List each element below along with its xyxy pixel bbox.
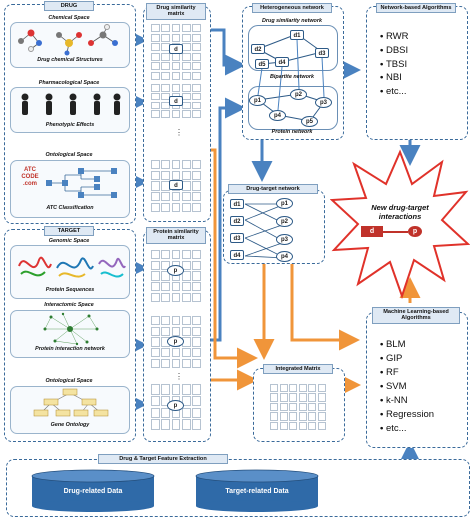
dt-protein-node-p4: p4	[276, 251, 293, 262]
dt-drug-node-d1: d1	[230, 199, 244, 209]
drug-data-cylinder	[31, 469, 155, 512]
drug-matrix-top-grid	[151, 24, 201, 80]
ml-algorithm-item: k-NN	[380, 394, 434, 408]
ml-algorithm-item: GIP	[380, 352, 434, 366]
ml-algorithm-item: etc...	[380, 422, 434, 436]
protein-seq-caption: Protein Sequences	[45, 287, 95, 293]
dt-protein-node-p3: p3	[276, 234, 293, 245]
drug-net-label: Drug similarity network	[262, 18, 322, 24]
integrated-matrix-title: Integrated Matrix	[263, 364, 333, 375]
heterogeneous-network-title: Heterogeneous network	[252, 3, 332, 14]
het-protein-node-p2: p2	[290, 89, 307, 100]
phenotypic-caption: Phenotypic Effects	[45, 122, 95, 128]
het-drug-node-d2: d2	[251, 44, 265, 54]
chemical-structures-panel: Drug chemical Structures	[10, 22, 130, 68]
people-icon	[21, 93, 121, 115]
chemical-space-label: Chemical Space	[48, 15, 90, 21]
prediction-link	[383, 231, 408, 233]
prediction-protein-node: p	[408, 226, 422, 237]
protein-matrix-mid-grid	[151, 316, 201, 368]
network-algorithm-item: NBI	[380, 71, 409, 85]
het-drug-node-d3: d3	[315, 48, 329, 58]
atc-panel: ATC CODE .com ATC Classification	[10, 160, 130, 218]
dt-protein-node-p2: p2	[276, 216, 293, 227]
ml-algorithms-title: Machine Learning-based Algorithms	[372, 307, 460, 324]
drug-panel-title: DRUG	[44, 1, 94, 12]
target-data-label: Target-related Data	[225, 488, 289, 495]
het-protein-node-p5: p5	[301, 116, 318, 127]
drug-target-network-title: Drug-target network	[228, 184, 318, 195]
protein-similarity-matrix-title: Protein similarity matrix	[146, 227, 206, 244]
network-algorithms-list: RWR DBSI TBSI NBI etc...	[380, 30, 409, 99]
drug-data-label: Drug-related Data	[63, 488, 123, 495]
integrated-matrix-grid	[270, 384, 326, 430]
molecule-icon	[18, 24, 118, 56]
dt-drug-node-d3: d3	[230, 233, 244, 243]
ml-algorithm-item: SVM	[380, 380, 434, 394]
network-algorithm-item: etc...	[380, 85, 409, 99]
go-caption: Gene Ontology	[50, 422, 90, 428]
genomic-space-label: Genomic Space	[48, 238, 90, 244]
gene-ontology-panel: Gene Ontology	[10, 386, 130, 434]
drug-matrix-cell-d-3: d	[169, 180, 183, 190]
drug-matrix-cell-d: d	[169, 44, 183, 54]
het-drug-node-d1: d1	[290, 30, 304, 40]
het-drug-node-d4: d4	[275, 57, 289, 67]
protein-matrix-ellipsis: ⋮	[175, 372, 183, 381]
protein-interaction-panel: Protein interaction network	[10, 310, 130, 358]
interactomic-space-label: Interactomic Space	[44, 302, 94, 308]
protein-net-label: Protein network	[271, 129, 313, 135]
dt-protein-node-p1: p1	[276, 198, 293, 209]
network-algorithm-item: RWR	[380, 30, 409, 44]
ml-algorithm-item: Regression	[380, 408, 434, 422]
protein-matrix-cell-p-3: p	[167, 400, 184, 411]
chemical-caption: Drug chemical Structures	[37, 57, 103, 63]
het-protein-node-p4: p4	[269, 110, 286, 121]
protein-matrix-cell-p-2: p	[167, 336, 184, 347]
pharmacological-space-label: Pharmacological Space	[38, 80, 100, 86]
ml-algorithm-item: BLM	[380, 338, 434, 352]
ml-algorithms-list: BLM GIP RF SVM k-NN Regression etc...	[380, 338, 434, 436]
atc-logo: ATC CODE .com	[21, 167, 39, 187]
network-algorithm-item: TBSI	[380, 58, 409, 72]
drug-similarity-matrix-title: Drug similarity matrix	[146, 3, 206, 20]
gene-ontology-icon	[33, 388, 109, 417]
ontological-space-label: Ontological Space	[45, 152, 93, 158]
ml-algorithm-item: RF	[380, 366, 434, 380]
protein-structure-icon	[18, 256, 126, 278]
network-algorithm-item: DBSI	[380, 44, 409, 58]
protein-matrix-cell-p: p	[167, 265, 184, 276]
phenotypic-effects-panel: Phenotypic Effects	[10, 87, 130, 133]
bipartite-label: Bipartite network	[269, 74, 315, 80]
protein-matrix-top-grid	[151, 250, 201, 302]
het-protein-node-p3: p3	[315, 97, 332, 108]
het-drug-node-d5: d5	[255, 59, 269, 69]
prediction-drug-box: d	[361, 226, 383, 237]
interaction-network-icon	[43, 312, 99, 346]
dt-drug-node-d2: d2	[230, 216, 244, 226]
drug-matrix-ellipsis: ⋮	[175, 128, 183, 137]
drug-matrix-bottom-grid	[151, 160, 201, 212]
atc-tree-icon	[46, 168, 117, 198]
prediction-title: New drug-target interactions	[371, 203, 429, 221]
interaction-caption: Protein interaction network	[35, 346, 105, 352]
prediction-burst	[330, 149, 470, 300]
target-panel-title: TARGET	[44, 226, 94, 237]
feature-extraction-title: Drug & Target Feature Extraction	[98, 454, 228, 465]
het-protein-node-p1: p1	[249, 95, 266, 106]
network-algorithms-title: Network-based Algorithms	[376, 3, 456, 14]
drug-matrix-cell-d-2: d	[169, 96, 183, 106]
target-data-cylinder	[195, 469, 319, 512]
target-ontological-space-label: Ontological Space	[45, 378, 93, 384]
protein-sequences-panel: Protein Sequences	[10, 245, 130, 299]
atc-caption: ATC Classification	[46, 205, 94, 211]
dt-drug-node-d4: d4	[230, 250, 244, 260]
network-algorithms-panel	[366, 6, 468, 140]
